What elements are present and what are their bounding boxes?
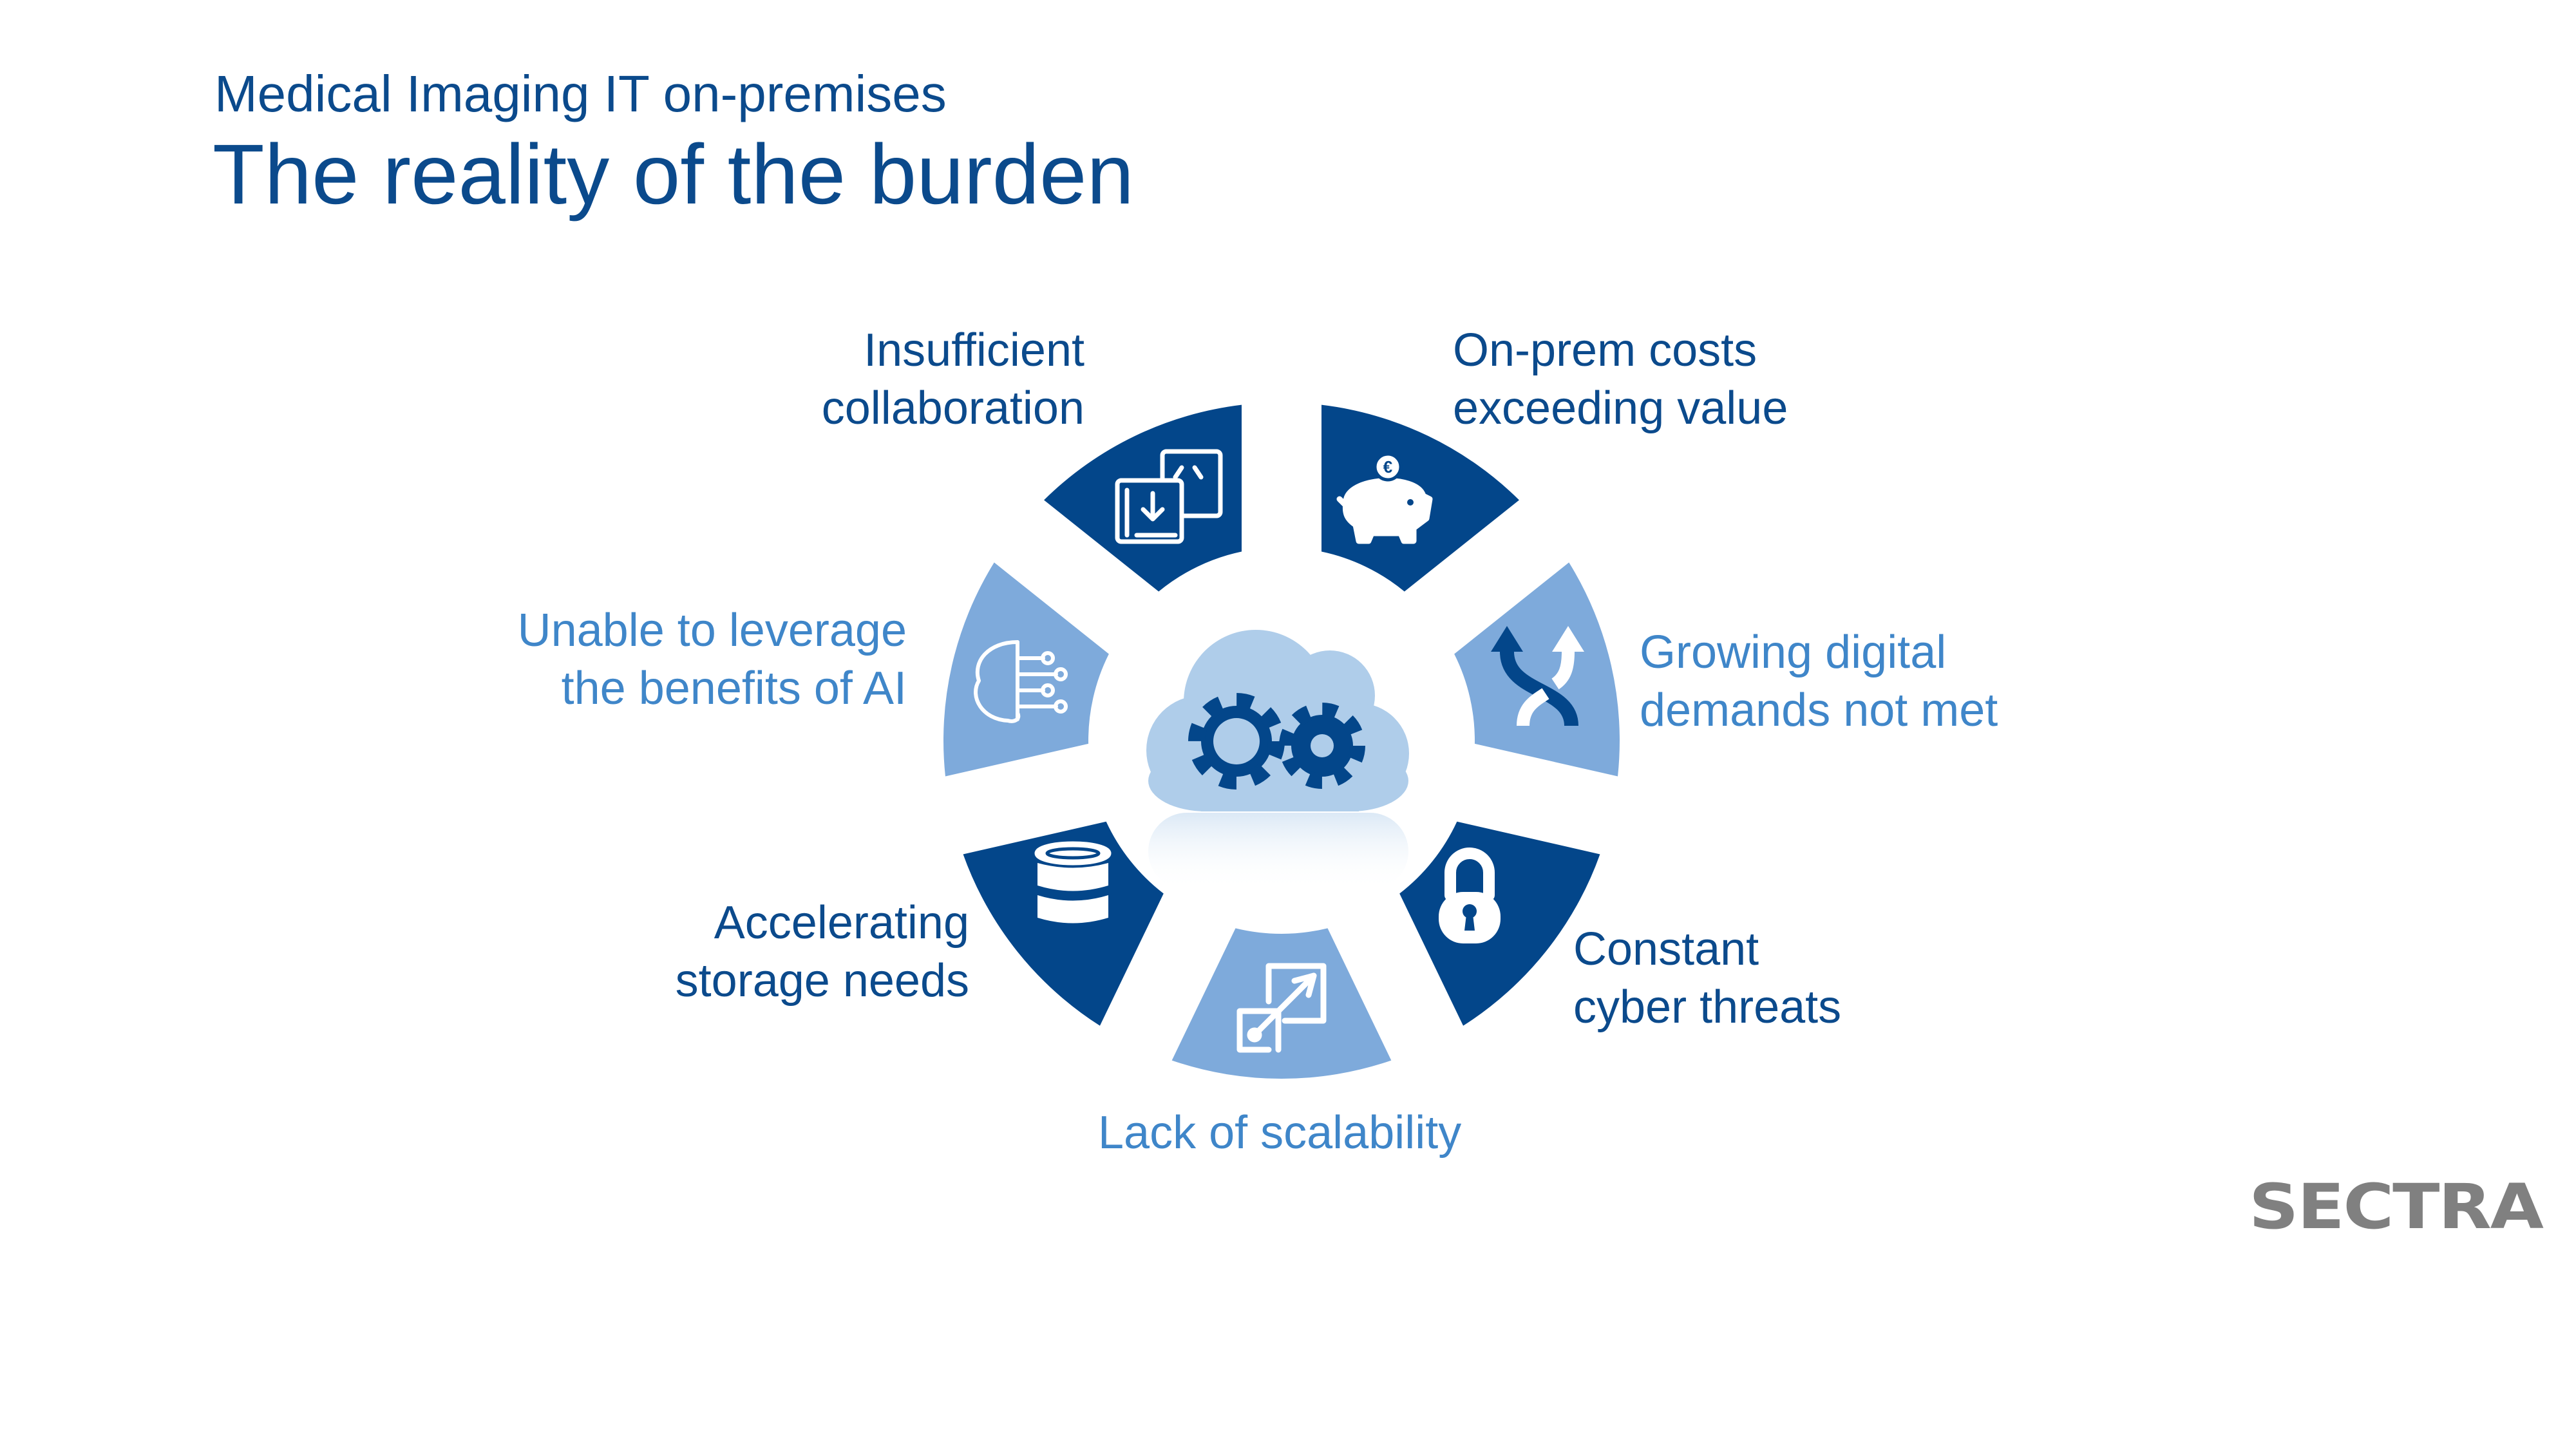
- slide-subtitle: Medical Imaging IT on-premises: [214, 65, 947, 122]
- scale-arrow-icon: [1236, 963, 1327, 1053]
- segment-digital: [1454, 562, 1620, 777]
- segment-storage: [963, 821, 1164, 1026]
- label-ai: Unable to leverage the benefits of AI: [518, 601, 907, 717]
- label-line: Unable to leverage: [517, 605, 907, 656]
- collaboration-icon: [1115, 449, 1223, 544]
- label-scalability: Lack of scalability: [1098, 1104, 1461, 1162]
- label-line: cyber threats: [1573, 981, 1842, 1033]
- piggy-bank-euro-icon: €: [1336, 452, 1433, 544]
- ai-brain-icon: [974, 640, 1068, 723]
- label-line: the benefits of AI: [561, 663, 907, 714]
- label-line: Insufficient: [864, 325, 1084, 376]
- sectra-logo: SECTRA: [2249, 1171, 2544, 1243]
- label-line: demands not met: [1640, 685, 1998, 736]
- slide-title: The reality of the burden: [213, 127, 1134, 222]
- label-line: Growing digital: [1640, 627, 1947, 678]
- label-cyber: Constant cyber threats: [1573, 920, 1841, 1036]
- padlock-icon: [1439, 848, 1501, 943]
- label-line: exceeding value: [1453, 383, 1788, 434]
- segment-ai: [943, 562, 1109, 777]
- segment-scalability: [1171, 928, 1392, 1079]
- diverging-arrows-icon: [1491, 626, 1584, 727]
- label-line: Constant: [1573, 923, 1759, 975]
- label-line: Accelerating: [714, 897, 969, 949]
- label-line: On-prem costs: [1453, 325, 1757, 376]
- label-costs: On-prem costs exceeding value: [1453, 321, 1788, 437]
- label-storage: Accelerating storage needs: [676, 894, 969, 1010]
- label-line: collaboration: [821, 383, 1084, 434]
- database-icon: [1034, 841, 1112, 923]
- label-line: Lack of scalability: [1098, 1107, 1462, 1159]
- cloud-gears-icon: [1146, 630, 1409, 890]
- label-collaboration: Insufficient collaboration: [822, 321, 1084, 437]
- label-digital: Growing digital demands not met: [1640, 623, 1998, 739]
- label-line: storage needs: [675, 955, 969, 1007]
- svg-text:€: €: [1383, 457, 1392, 477]
